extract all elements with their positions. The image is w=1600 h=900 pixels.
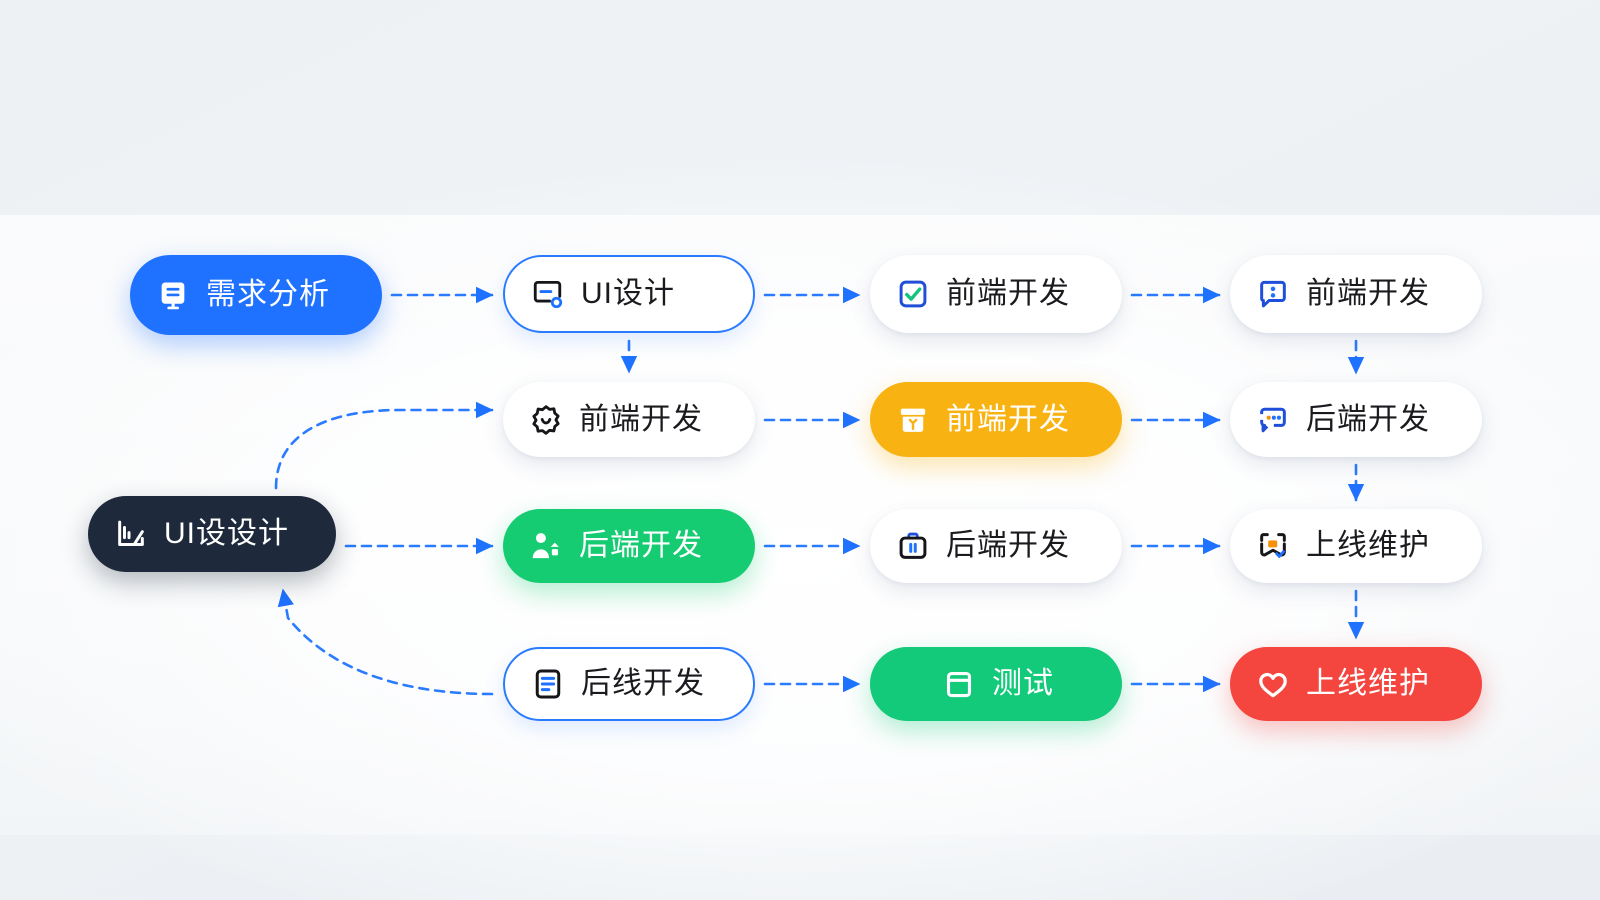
node-label: 需求分析 bbox=[206, 278, 330, 311]
node-label: UI设计 bbox=[581, 277, 675, 310]
node-label: 后线开发 bbox=[581, 667, 705, 700]
node-label: 上线维护 bbox=[1306, 667, 1430, 700]
node-label: UI设设计 bbox=[164, 517, 289, 550]
gear-smile-icon bbox=[529, 403, 563, 437]
node-n6[interactable]: 前端开发 bbox=[870, 382, 1122, 457]
node-n7[interactable]: 后端开发 bbox=[1230, 382, 1482, 457]
bookmark-chat-icon bbox=[1256, 529, 1290, 563]
node-label: 后端开发 bbox=[579, 529, 703, 562]
node-n8[interactable]: UI设设计 bbox=[88, 496, 336, 572]
node-n13[interactable]: 测试 bbox=[870, 647, 1122, 721]
node-label: 测试 bbox=[992, 667, 1054, 700]
node-n10[interactable]: 后端开发 bbox=[870, 509, 1122, 583]
edge-n12-n8 bbox=[277, 588, 494, 696]
chat-person-icon bbox=[1256, 277, 1290, 311]
node-n9[interactable]: 后端开发 bbox=[503, 509, 755, 583]
node-n3[interactable]: 前端开发 bbox=[870, 255, 1122, 333]
node-n2[interactable]: UI设计 bbox=[503, 255, 755, 333]
node-label: 上线维护 bbox=[1306, 529, 1430, 562]
briefcase-icon bbox=[896, 529, 930, 563]
checkbox-check-icon bbox=[896, 277, 930, 311]
node-n1[interactable]: 需求分析 bbox=[130, 255, 382, 335]
node-label: 前端开发 bbox=[946, 402, 1070, 436]
node-n5[interactable]: 前端开发 bbox=[503, 382, 755, 457]
calendar-icon bbox=[942, 667, 976, 701]
node-n12[interactable]: 后线开发 bbox=[503, 647, 755, 721]
chat-dots-icon bbox=[1256, 403, 1290, 437]
node-label: 前端开发 bbox=[946, 277, 1070, 310]
node-label: 前端开发 bbox=[579, 402, 703, 436]
document-lines-icon bbox=[156, 278, 190, 312]
package-box-icon bbox=[896, 403, 930, 437]
node-n4[interactable]: 前端开发 bbox=[1230, 255, 1482, 333]
heart-icon bbox=[1256, 667, 1290, 701]
node-label: 前端开发 bbox=[1306, 277, 1430, 310]
edge-n8-n5 bbox=[274, 401, 494, 490]
bar-chart-icon bbox=[114, 517, 148, 551]
user-team-icon bbox=[529, 529, 563, 563]
document-list-icon bbox=[531, 667, 565, 701]
node-n11[interactable]: 上线维护 bbox=[1230, 509, 1482, 583]
node-n14[interactable]: 上线维护 bbox=[1230, 647, 1482, 721]
layout-dot-icon bbox=[531, 277, 565, 311]
node-label: 后端开发 bbox=[1306, 402, 1430, 436]
node-label: 后端开发 bbox=[946, 529, 1070, 562]
